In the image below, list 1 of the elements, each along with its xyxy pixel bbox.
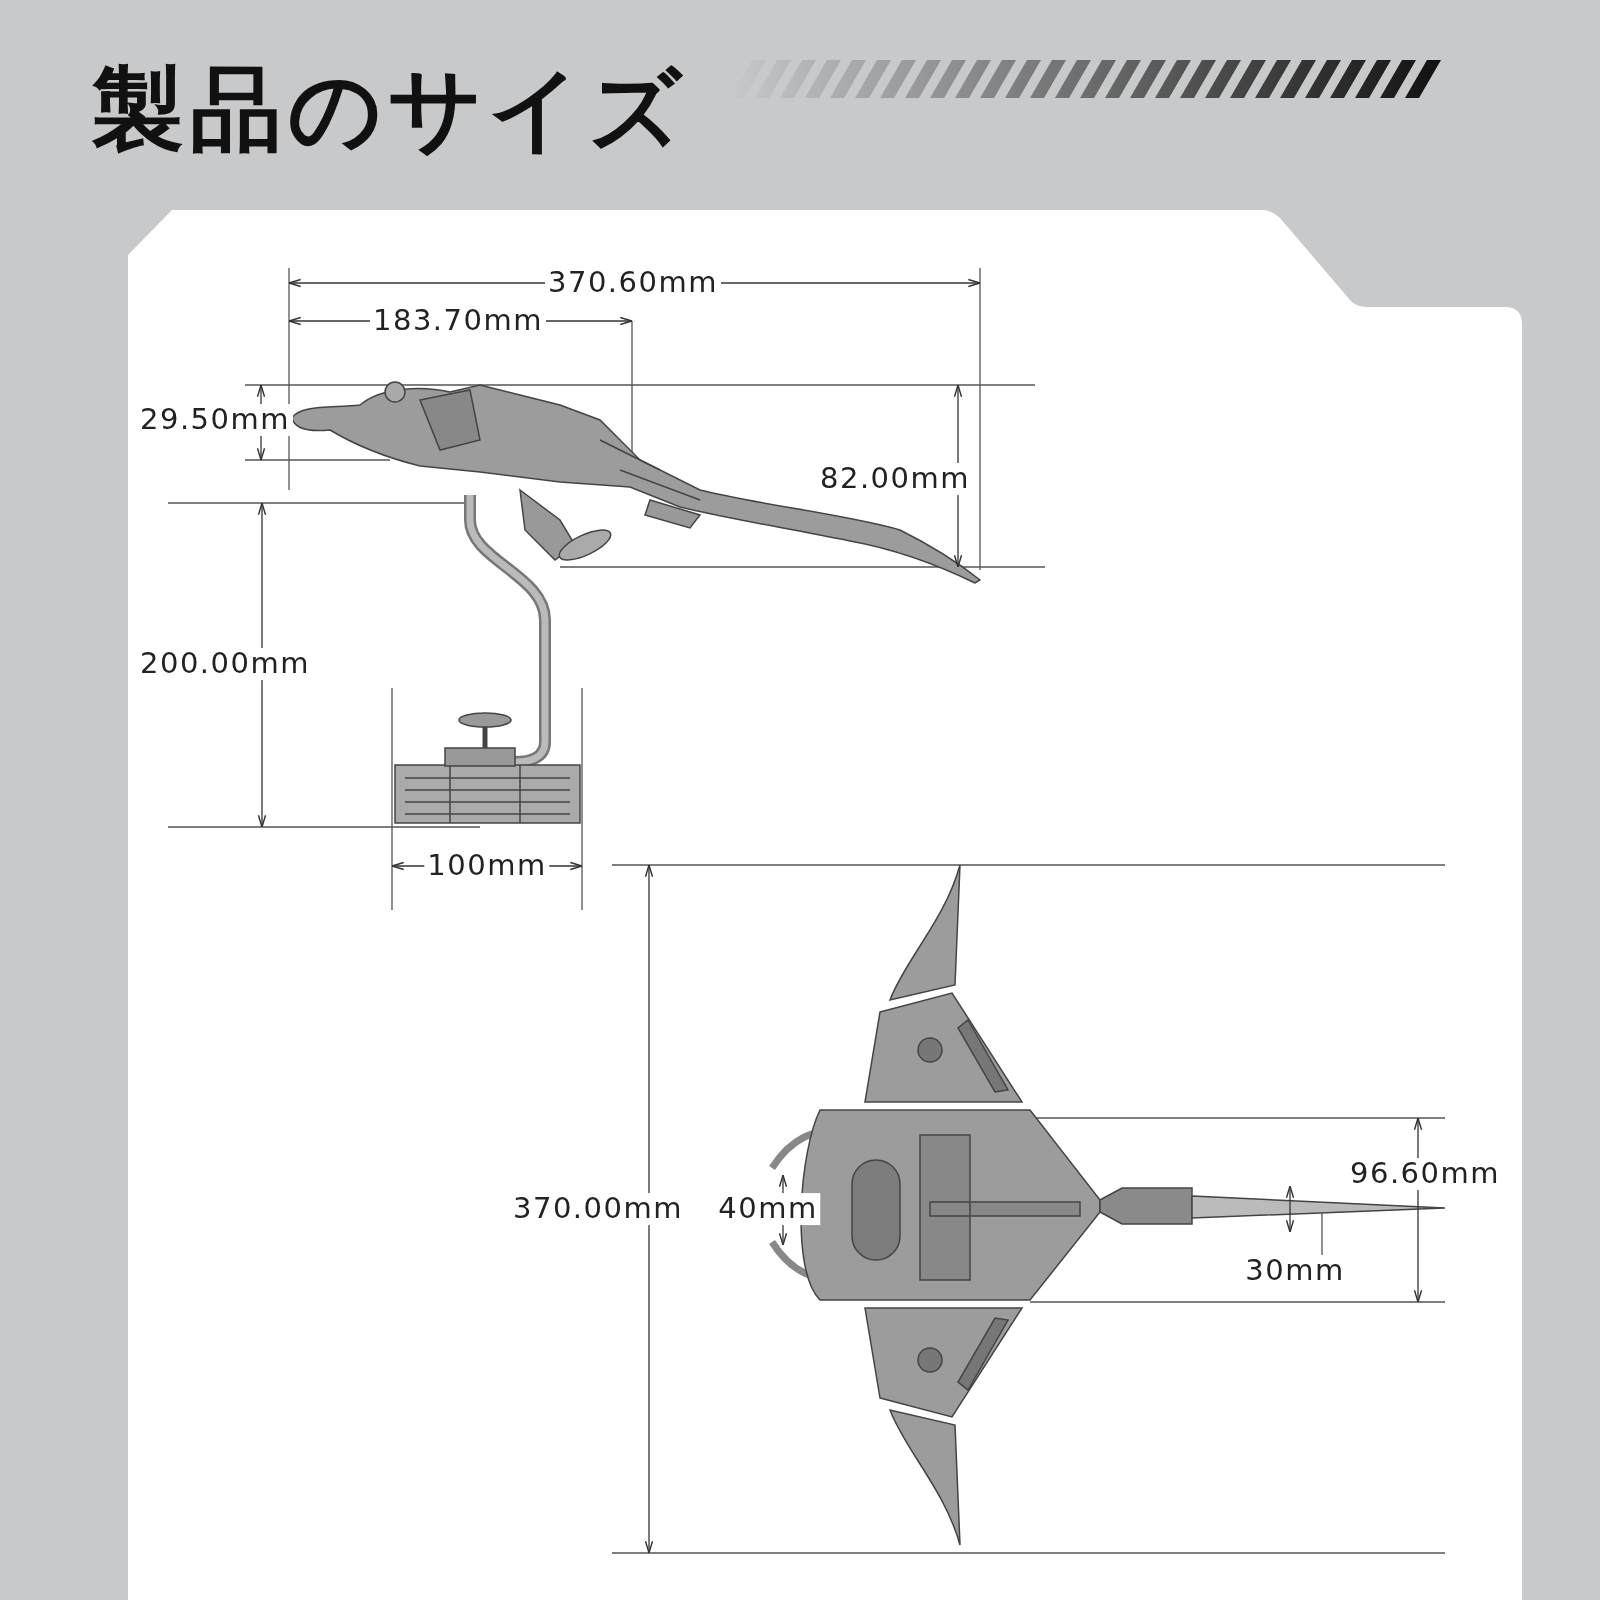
title: 製品のサイズ [92,55,688,165]
